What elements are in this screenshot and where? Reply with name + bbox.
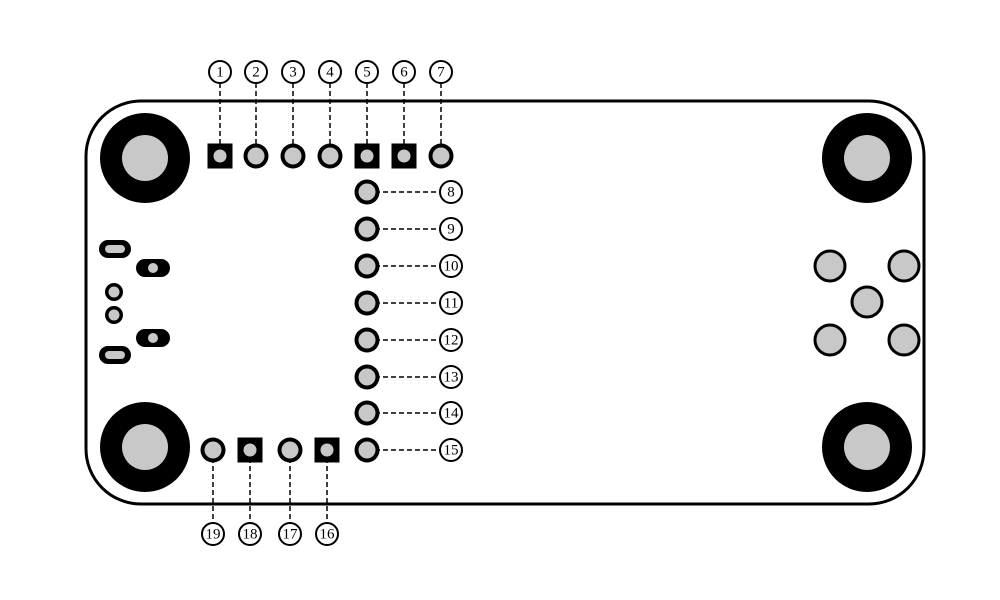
connector-pad bbox=[850, 285, 884, 319]
pad-drill bbox=[320, 443, 334, 457]
mounting-hole-drill bbox=[122, 135, 168, 181]
slot-drill bbox=[105, 351, 125, 359]
pin-label: 12 bbox=[444, 333, 459, 349]
pin-label: 13 bbox=[444, 370, 459, 386]
oval-pad-drill bbox=[148, 263, 158, 273]
pin-label-circle bbox=[439, 401, 463, 425]
pad-drill bbox=[358, 183, 376, 201]
pin-label: 3 bbox=[289, 65, 297, 81]
pad-drill bbox=[358, 220, 376, 238]
pin-label: 19 bbox=[206, 527, 221, 543]
pad-drill bbox=[204, 441, 222, 459]
pin-label-circle bbox=[439, 180, 463, 204]
pin-label: 10 bbox=[444, 259, 459, 275]
pin-label: 1 bbox=[216, 65, 224, 81]
connector-pad bbox=[813, 323, 847, 357]
pad-drill bbox=[397, 149, 411, 163]
small-pad-drill bbox=[108, 286, 120, 298]
pin-label-circle bbox=[244, 60, 268, 84]
pad-drill bbox=[284, 147, 302, 165]
connector-pad bbox=[887, 249, 921, 283]
oval-pad-drill bbox=[148, 333, 158, 343]
pad-drill bbox=[358, 257, 376, 275]
pin-label-circle bbox=[392, 60, 416, 84]
slot-drill bbox=[105, 245, 125, 253]
board-outline bbox=[84, 99, 926, 506]
pad-drill bbox=[247, 147, 265, 165]
pin-label-circle bbox=[238, 522, 262, 546]
pin-label: 15 bbox=[444, 443, 459, 459]
pin-label-circle bbox=[439, 254, 463, 278]
pin-label: 7 bbox=[437, 65, 445, 81]
pin-label-circle bbox=[201, 522, 225, 546]
connector-pad bbox=[887, 323, 921, 357]
pin-label-circle bbox=[429, 60, 453, 84]
pad-drill bbox=[281, 441, 299, 459]
pin-label: 2 bbox=[252, 65, 260, 81]
pin-label-circle bbox=[281, 60, 305, 84]
pin-label-circle bbox=[318, 60, 342, 84]
mounting-hole-drill bbox=[122, 424, 168, 470]
mounting-hole-drill bbox=[844, 135, 890, 181]
pad-drill bbox=[360, 149, 374, 163]
pin-label: 18 bbox=[243, 527, 258, 543]
pin-label-circle bbox=[315, 522, 339, 546]
pin-label-circle bbox=[439, 438, 463, 462]
pin-label-circle bbox=[439, 291, 463, 315]
pin-label: 17 bbox=[283, 527, 299, 543]
pin-label: 5 bbox=[363, 65, 371, 81]
pin-label-circle bbox=[278, 522, 302, 546]
mounting-hole-drill bbox=[844, 424, 890, 470]
pin-label: 6 bbox=[400, 65, 408, 81]
pin-label: 9 bbox=[447, 222, 455, 238]
pin-label: 16 bbox=[320, 527, 336, 543]
pin-label-circle bbox=[439, 328, 463, 352]
pin-label-circle bbox=[208, 60, 232, 84]
pad-drill bbox=[432, 147, 450, 165]
small-pad-drill bbox=[108, 309, 120, 321]
connector-pad bbox=[813, 249, 847, 283]
pad-drill bbox=[213, 149, 227, 163]
pad-drill bbox=[358, 294, 376, 312]
pin-label: 8 bbox=[447, 185, 455, 201]
pad-drill bbox=[243, 443, 257, 457]
pad-drill bbox=[358, 441, 376, 459]
pin-label-circle bbox=[439, 217, 463, 241]
pin-label: 11 bbox=[444, 296, 458, 312]
pad-drill bbox=[358, 404, 376, 422]
pad-drill bbox=[358, 368, 376, 386]
pin-label: 14 bbox=[444, 406, 460, 422]
pin-label-circle bbox=[355, 60, 379, 84]
pad-drill bbox=[321, 147, 339, 165]
pin-label: 4 bbox=[326, 65, 334, 81]
pin-label-circle bbox=[439, 365, 463, 389]
pad-drill bbox=[358, 331, 376, 349]
